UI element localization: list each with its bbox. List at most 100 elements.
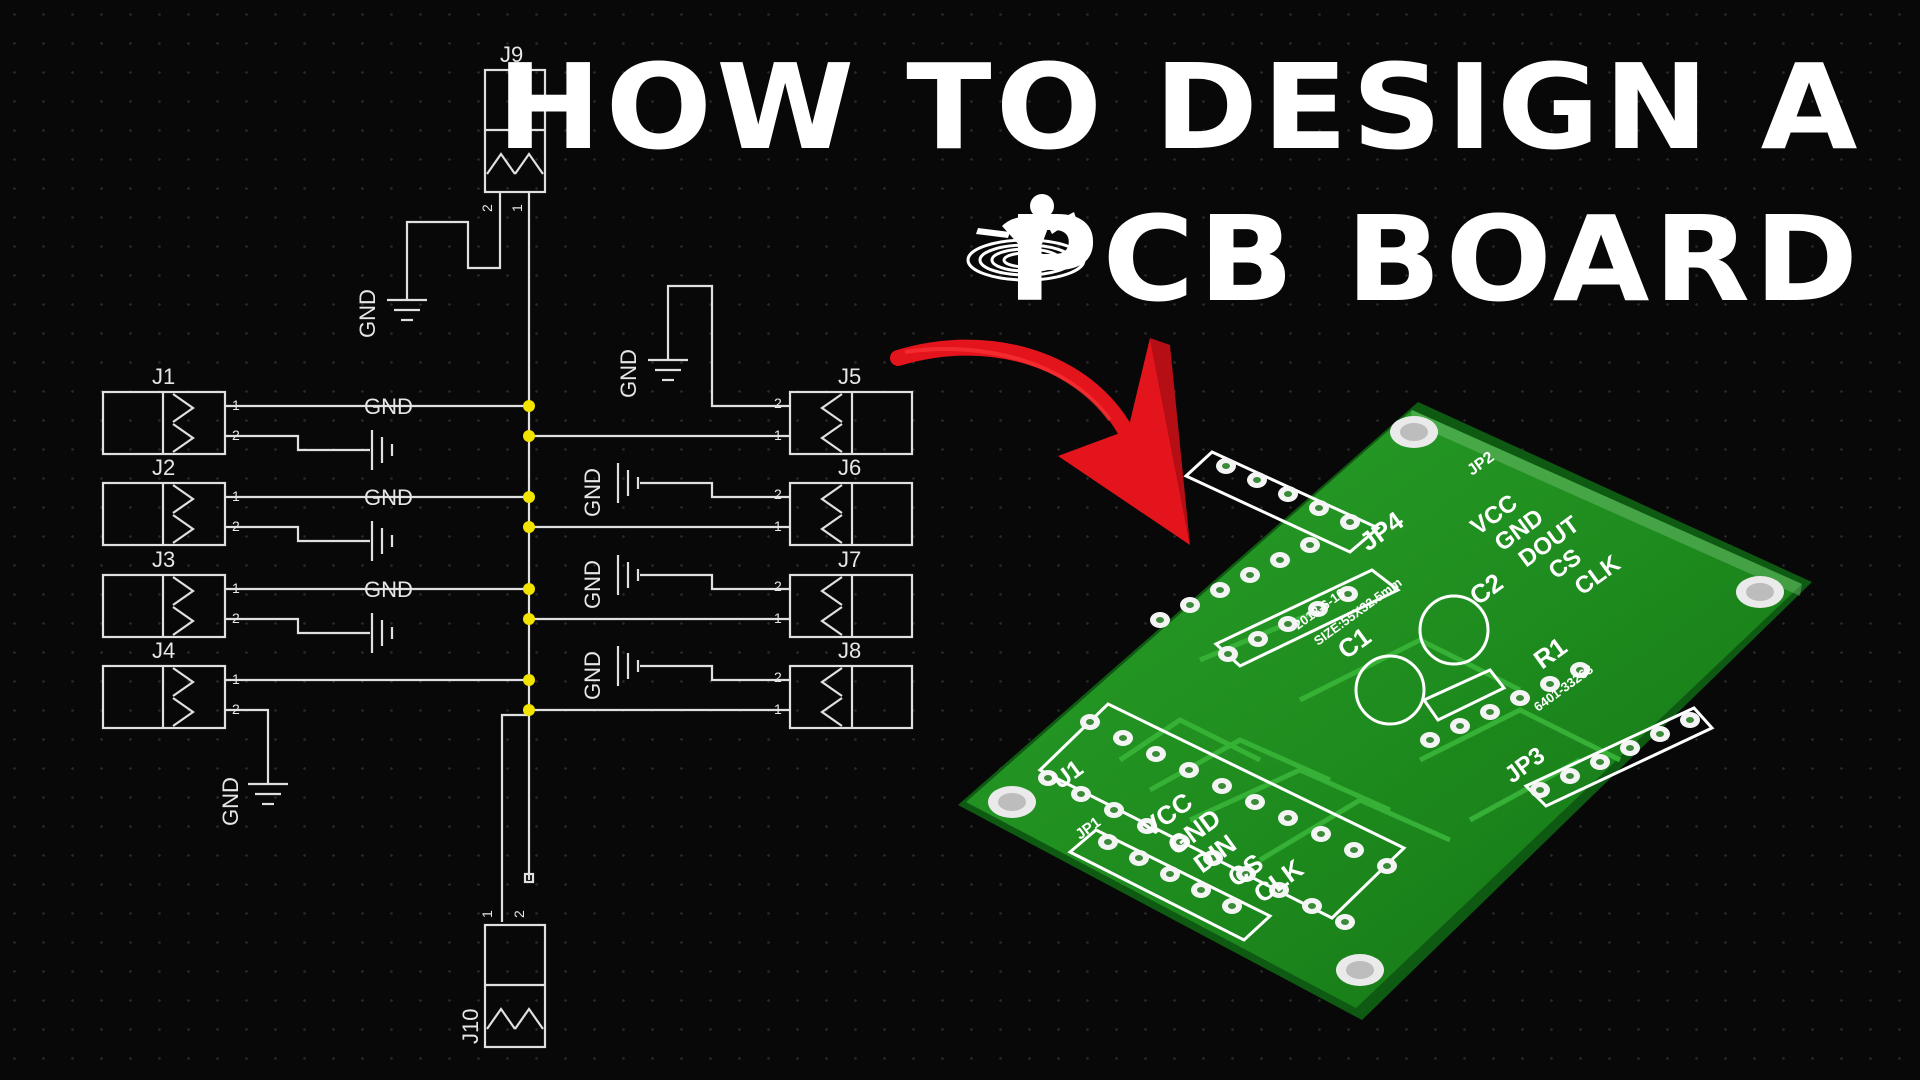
pin-label-j3-2: 2: [232, 610, 240, 626]
mounting-hole-inner: [1746, 583, 1774, 601]
pcb-board: JP4 JP2 VCC GND DOUT CS CLK C2 C1 R1 201…: [958, 402, 1812, 1020]
pcb-trace: [1188, 767, 1392, 823]
pin-chevron-2: [514, 152, 544, 175]
jp3-pad-hole: [1566, 773, 1574, 779]
pin-label-j2-1: 1: [232, 488, 240, 504]
pcb-pads: [1038, 458, 1700, 930]
pcb-trace: [1418, 707, 1622, 763]
gnd-wire-j3: [225, 617, 370, 635]
jp4-row-pad-hole: [1186, 602, 1194, 608]
connector-j8: [788, 664, 914, 730]
headline-line-2: PCB BOARD: [1006, 190, 1862, 328]
jp4-pad-hole: [1284, 621, 1292, 627]
u1-bottom-pad-hole: [1242, 871, 1250, 877]
gnd-label-j5: GND: [616, 349, 641, 398]
connector-label-j8: J8: [838, 638, 861, 663]
connector-label-j6: J6: [838, 455, 861, 480]
pcb-silkscreen: [1037, 450, 1715, 942]
pin-chevron-1: [486, 1007, 516, 1030]
pin-label-j1-2: 2: [232, 427, 240, 443]
jp2-pad-hole: [1222, 463, 1230, 469]
pin-label-j7-1: 1: [774, 610, 782, 626]
gnd-label-j6: GND: [580, 468, 605, 517]
gnd-symbol-j9: [387, 298, 427, 322]
gnd-label-j2: GND: [364, 485, 413, 510]
junction-dot: [523, 674, 535, 686]
u1-outline: [1037, 702, 1407, 920]
u1-top-pad-hole: [1119, 735, 1127, 741]
gnd-wire-j4: [225, 708, 270, 784]
gnd-symbol-j6: [616, 463, 640, 503]
gnd-symbol-j4: [248, 782, 288, 806]
u1-bottom-pad-hole: [1143, 823, 1151, 829]
gnd-label-j7: GND: [580, 560, 605, 609]
r1-row-pad-hole: [1486, 709, 1494, 715]
pin-label-j9-1: 1: [509, 204, 525, 212]
connector-j4: [101, 664, 227, 730]
connector-label-j1: J1: [152, 364, 175, 389]
mounting-hole-inner: [998, 793, 1026, 811]
pin-chevron-2: [820, 514, 843, 544]
connector-j10: [483, 923, 547, 1049]
u1-bottom-pad-hole: [1176, 839, 1184, 845]
junction-dot: [523, 491, 535, 503]
pin-label-j7-2: 2: [774, 578, 782, 594]
pin-label-j1-1: 1: [232, 397, 240, 413]
c2-outline: [1418, 594, 1490, 666]
pin-label-j4-1: 1: [232, 671, 240, 687]
jp3-pad-hole: [1536, 787, 1544, 793]
connector-label-j10: J10: [458, 1009, 483, 1044]
c1-outline: [1354, 654, 1426, 726]
connector-j1: [101, 390, 227, 456]
pin-label-j10-2: 2: [511, 910, 527, 918]
headline-line-1: HOW TO DESIGN A: [497, 38, 1862, 176]
jp4-row-pad-hole: [1276, 557, 1284, 563]
gnd-symbol-j7: [616, 555, 640, 595]
jp2-pad-hole: [1346, 519, 1354, 525]
pin-chevron-2: [820, 697, 843, 727]
u1-top-pad-hole: [1086, 719, 1094, 725]
u1-top-pad-hole: [1383, 863, 1391, 869]
connector-j3: [101, 573, 227, 639]
u1-top-pad-hole: [1350, 847, 1358, 853]
pin-chevron-1: [486, 152, 516, 175]
gnd-symbol-j3: [370, 613, 394, 653]
pin-chevron-1: [172, 576, 195, 606]
pin-chevron-1: [820, 576, 843, 606]
r1-row-pad-hole: [1456, 723, 1464, 729]
channel-logo-icon: [966, 194, 1086, 282]
u1-top-pad-hole: [1218, 783, 1226, 789]
jp1-pad-hole: [1166, 871, 1174, 877]
pin-chevron-1: [172, 393, 195, 423]
pin-label-j8-2: 2: [774, 669, 782, 685]
jp2-pad-hole: [1253, 477, 1261, 483]
junction-dot: [523, 400, 535, 412]
u1-bottom-pad-hole: [1077, 791, 1085, 797]
jp3-pad-hole: [1626, 745, 1634, 751]
junction-dot: [523, 704, 535, 716]
gnd-wire-j7: [640, 573, 790, 591]
gnd-symbol-j1: [370, 430, 394, 470]
pin-chevron-1: [172, 667, 195, 697]
pin-label-j2-2: 2: [232, 518, 240, 534]
pin-label-j5-1: 1: [774, 427, 782, 443]
gnd-label-j8: GND: [580, 651, 605, 700]
pin-chevron-2: [172, 606, 195, 636]
gnd-label-j4: GND: [218, 777, 243, 826]
u1-top-pad-hole: [1152, 751, 1160, 757]
connector-j9: [483, 68, 547, 194]
r1-outline: [1421, 668, 1507, 722]
jp4-pad-hole: [1224, 651, 1232, 657]
ground-symbols: [248, 298, 688, 806]
connector-label-j9: J9: [500, 42, 523, 67]
connector-symbols: [101, 68, 914, 1049]
u1-top-pad-hole: [1251, 799, 1259, 805]
gnd-symbol-j5: [648, 358, 688, 382]
junction-dots: [523, 400, 535, 716]
connector-label-j2: J2: [152, 455, 175, 480]
pin-label-j10-1: 1: [479, 910, 495, 918]
jp3-pad-hole: [1596, 759, 1604, 765]
r1-row-pad-hole: [1576, 667, 1584, 673]
connector-label-j5: J5: [838, 364, 861, 389]
